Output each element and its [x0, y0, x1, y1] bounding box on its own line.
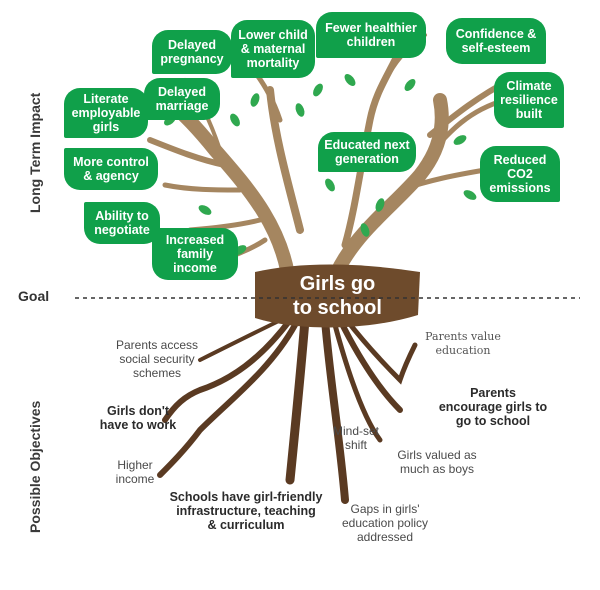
objective-parents-value-education: Parents value education — [425, 330, 501, 357]
impact-delayed-marriage: Delayed marriage — [144, 78, 220, 120]
goal-label: Goal — [18, 288, 50, 304]
small-leaf — [230, 113, 240, 127]
impact-delayed-pregnancy: Delayed pregnancy — [152, 30, 232, 74]
branch — [323, 93, 449, 297]
root — [285, 315, 310, 485]
small-leaf — [453, 135, 467, 145]
impact-climate-resilience: Climate resilience built — [494, 72, 564, 128]
objective-girl-friendly-schools: Schools have girl-friendly infrastructur… — [169, 490, 323, 532]
branch — [397, 167, 488, 193]
small-leaf — [325, 178, 335, 192]
small-leaf — [360, 223, 370, 237]
objective-girls-dont-work: Girls don't have to work — [99, 404, 177, 432]
small-leaf — [313, 83, 323, 97]
root — [157, 322, 298, 478]
root — [321, 316, 349, 504]
small-leaf — [463, 190, 477, 200]
signboard — [255, 264, 420, 328]
impact-reduced-co2: Reduced CO2 emissions — [480, 146, 560, 202]
impact-confidence: Confidence & self-esteem — [446, 18, 546, 64]
branch — [162, 182, 243, 193]
root — [332, 322, 383, 443]
goal-text: Girls go to school — [293, 273, 382, 319]
root — [342, 315, 418, 385]
objective-policy-gaps: Gaps in girls' education policy addresse… — [341, 502, 429, 544]
objective-social-security: Parents access social security schemes — [115, 338, 199, 380]
objective-girls-valued: Girls valued as much as boys — [397, 448, 477, 476]
small-leaf — [344, 74, 356, 86]
root — [162, 317, 293, 423]
possible-objectives-label: Possible Objectives — [27, 400, 43, 533]
objective-parents-encourage: Parents encourage girls to go to school — [438, 386, 548, 428]
branch — [266, 86, 304, 234]
small-leaf — [198, 205, 212, 215]
small-leaf — [375, 198, 385, 212]
objective-mind-set-shift: Mind-set shift — [332, 424, 379, 452]
small-leaf — [250, 93, 260, 107]
small-leaf — [404, 79, 416, 91]
small-leaf — [295, 103, 305, 117]
impact-fewer-healthier-children: Fewer healthier children — [316, 12, 426, 58]
impact-lower-mortality: Lower child & maternal mortality — [231, 20, 315, 78]
branch — [147, 137, 228, 168]
objective-higher-income: Higher income — [115, 458, 155, 486]
impact-ability-to-negotiate: Ability to negotiate — [84, 202, 160, 244]
impact-increased-family-income: Increased family income — [152, 228, 238, 280]
impact-more-control: More control & agency — [64, 148, 158, 190]
long-term-impact-label: Long Term Impact — [27, 92, 43, 213]
root — [337, 317, 403, 413]
impact-educated-next-generation: Educated next generation — [318, 132, 416, 172]
impact-literate-girls: Literate employable girls — [64, 88, 148, 138]
